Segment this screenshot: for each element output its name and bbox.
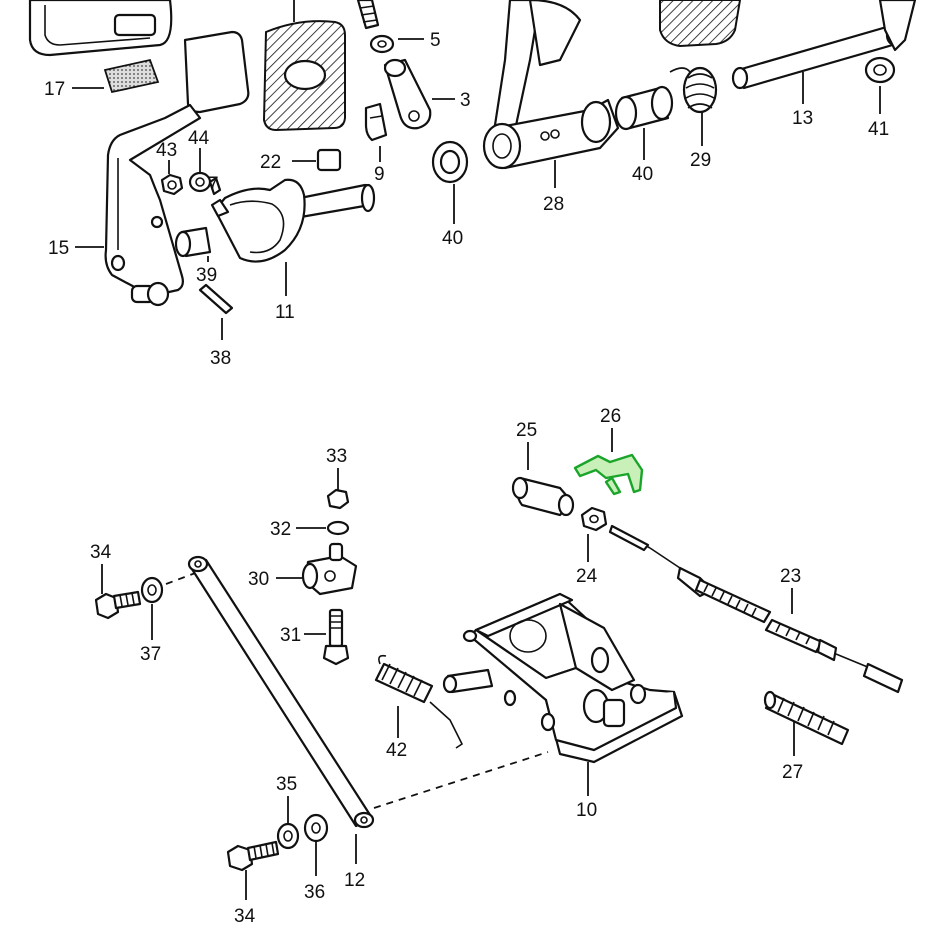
label-27: 27 bbox=[782, 762, 803, 783]
part-35-washer bbox=[276, 796, 300, 850]
label-31: 31 bbox=[280, 625, 301, 646]
label-43: 43 bbox=[156, 140, 177, 161]
part-37-washer bbox=[140, 576, 164, 640]
part-15-clutch-pedal bbox=[75, 30, 250, 307]
part-40-bushing-left bbox=[431, 140, 469, 224]
part-36-washer bbox=[303, 813, 329, 876]
label-25: 25 bbox=[516, 420, 537, 441]
label-11: 11 bbox=[275, 302, 295, 323]
label-37: 37 bbox=[140, 644, 161, 665]
part-17-pad bbox=[72, 58, 160, 94]
label-32: 32 bbox=[270, 519, 291, 540]
part-7-screw bbox=[208, 176, 222, 196]
label-23: 23 bbox=[780, 566, 801, 587]
label-40-right: 40 bbox=[632, 164, 653, 185]
part-32-washer bbox=[296, 520, 350, 536]
part-34-bolt-upper bbox=[94, 564, 142, 620]
part-5-nut bbox=[356, 0, 424, 54]
part-12-rod bbox=[187, 555, 375, 864]
label-35: 35 bbox=[276, 774, 297, 795]
label-40-left: 40 bbox=[442, 228, 463, 249]
pedal-housing-top-left bbox=[28, 0, 173, 57]
part-33-nut bbox=[326, 468, 350, 510]
label-34-upper: 34 bbox=[90, 542, 112, 563]
label-3: 3 bbox=[460, 90, 471, 111]
part-42-spring bbox=[374, 654, 464, 749]
part-30-trunnion bbox=[276, 542, 358, 596]
dashed-line-lower bbox=[373, 751, 549, 809]
part-28-pedal-shaft bbox=[482, 0, 620, 188]
part-31-bolt bbox=[304, 608, 350, 666]
label-29: 29 bbox=[690, 150, 711, 171]
part-25-cable-end bbox=[511, 442, 575, 517]
part-11-quadrant bbox=[210, 178, 376, 296]
label-39: 39 bbox=[196, 265, 217, 286]
label-5: 5 bbox=[430, 30, 441, 51]
label-26: 26 bbox=[600, 406, 621, 427]
label-17: 17 bbox=[44, 79, 65, 100]
label-24: 24 bbox=[576, 566, 598, 587]
part-44-washer bbox=[188, 148, 212, 193]
label-28: 28 bbox=[543, 194, 564, 215]
label-41: 41 bbox=[868, 119, 889, 140]
label-10: 10 bbox=[576, 800, 597, 821]
label-36: 36 bbox=[304, 882, 325, 903]
part-39-bushing bbox=[174, 226, 212, 262]
label-38: 38 bbox=[210, 348, 231, 369]
part-40-bushing-right bbox=[614, 85, 674, 160]
label-34-lower: 34 bbox=[234, 906, 256, 927]
part-38-pin bbox=[198, 283, 234, 340]
part-9-retainer bbox=[364, 102, 388, 162]
label-9: 9 bbox=[374, 164, 385, 185]
part-26-clip-highlighted bbox=[573, 428, 644, 496]
part-23-cable bbox=[608, 524, 904, 694]
label-33: 33 bbox=[326, 446, 347, 467]
label-22: 22 bbox=[260, 152, 281, 173]
dashed-line-upper bbox=[165, 571, 199, 585]
part-27-boot bbox=[763, 690, 850, 756]
label-13: 13 bbox=[792, 108, 813, 129]
pedal-pad-center bbox=[262, 0, 346, 132]
part-43-nut bbox=[160, 160, 184, 196]
label-42: 42 bbox=[386, 740, 407, 761]
brake-pedal-top-right bbox=[659, 0, 917, 52]
part-3-clevis bbox=[383, 58, 455, 130]
label-12: 12 bbox=[344, 870, 365, 891]
part-41-bushing bbox=[864, 56, 896, 114]
part-10-bracket bbox=[442, 592, 684, 796]
part-number-labels: 17 15 43 44 7 22 9 5 3 39 11 38 40 28 40… bbox=[44, 30, 889, 927]
label-30: 30 bbox=[248, 569, 269, 590]
label-15: 15 bbox=[48, 238, 69, 259]
part-24-nut bbox=[580, 506, 608, 562]
part-22-clip bbox=[292, 148, 342, 172]
part-29-spring bbox=[669, 66, 718, 146]
label-44: 44 bbox=[188, 128, 210, 149]
label-7: 7 bbox=[208, 174, 219, 195]
part-34-bolt-lower bbox=[226, 840, 280, 900]
